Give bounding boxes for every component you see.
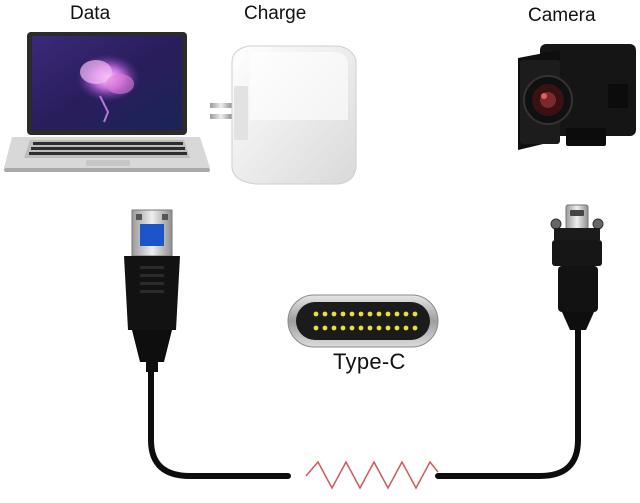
charge-label: Charge	[244, 3, 307, 24]
data-label: Data	[70, 3, 111, 24]
type-c-label: Type-C	[333, 349, 406, 374]
laptop-icon	[4, 32, 210, 172]
camera-icon	[518, 44, 636, 150]
type-c-plug-icon	[550, 204, 604, 330]
usb-a-plug-icon	[124, 209, 180, 372]
zigzag-break-mark	[305, 460, 439, 490]
port-pins	[313, 311, 418, 331]
cable	[148, 327, 581, 479]
type-c-port-icon	[287, 294, 439, 348]
camera-label: Camera	[528, 5, 596, 26]
charger-icon	[210, 45, 357, 185]
